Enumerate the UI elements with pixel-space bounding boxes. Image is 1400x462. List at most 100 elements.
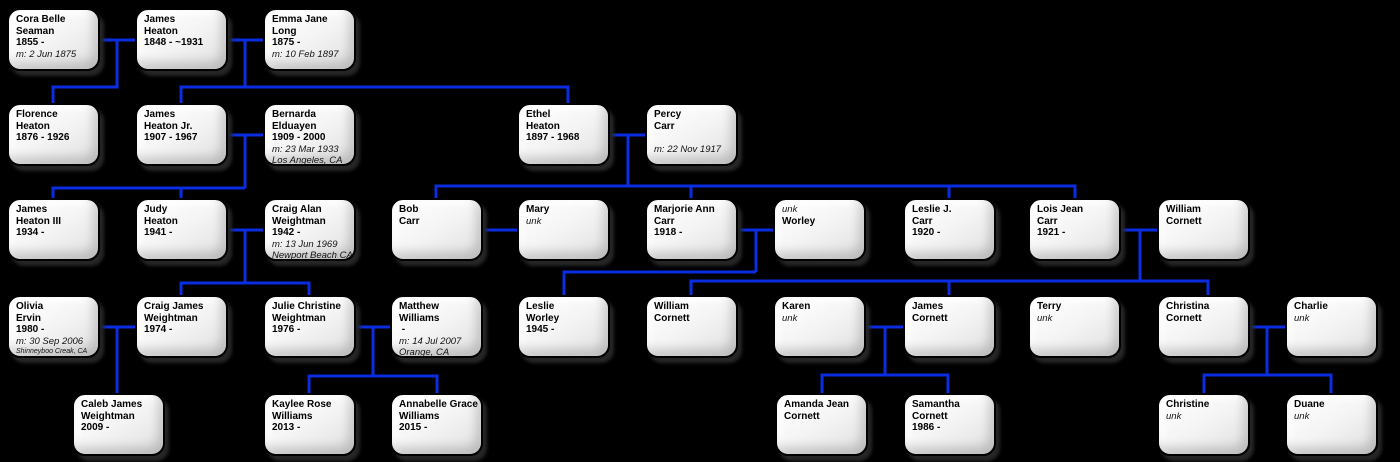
person-name: Worley — [782, 215, 816, 227]
person-name: Williams — [399, 410, 440, 422]
person-note: unk — [782, 312, 798, 324]
person-name: Weightman — [144, 312, 198, 324]
person-dates: 1848 - ~1931 — [144, 37, 204, 48]
person-note: m: 23 Mar 1933 — [272, 143, 339, 155]
person-name: Cornett — [654, 312, 690, 324]
descent-connector-line — [51, 186, 245, 198]
person-note: m: 30 Sep 2006 — [16, 335, 84, 347]
person-name: Cornett — [1166, 215, 1202, 227]
descent-connector-line — [51, 40, 119, 103]
person-name: Duane — [1294, 399, 1325, 410]
descent-connector-line — [1202, 373, 1333, 393]
person-name: Christine — [1166, 399, 1210, 410]
person-name: Williams — [272, 410, 313, 422]
person-name: Seaman — [16, 25, 55, 37]
person-note: unk — [1294, 410, 1310, 422]
person-name: Weightman — [272, 215, 326, 227]
person-name: Heaton III — [16, 215, 62, 227]
person-dates: 1980 - — [16, 324, 45, 335]
person-name: Bernarda — [272, 109, 316, 120]
person-note: unk — [782, 204, 798, 215]
person-note: unk — [1294, 312, 1310, 324]
person-note: m: 2 Jun 1875 — [16, 48, 77, 60]
person-name: Annabelle Grace — [399, 399, 478, 410]
person-name: Mary — [526, 204, 550, 215]
person-dates: 2013 - — [272, 422, 301, 433]
person-name: Ethel — [526, 109, 551, 120]
person-name: Julie Christine — [272, 301, 341, 312]
person-dates: 1918 - — [654, 227, 683, 238]
person-dates: 1876 - 1926 — [16, 132, 70, 143]
person-name: Judy — [144, 204, 168, 215]
person-name: Weightman — [272, 312, 326, 324]
person-note: Los Angeles, CA — [272, 155, 343, 166]
person-name: Kaylee Rose — [272, 399, 332, 410]
person-dates: 1986 - — [912, 422, 941, 433]
person-name: Carr — [654, 215, 675, 227]
person-name: Lois Jean — [1037, 204, 1084, 215]
person-name: James — [144, 14, 176, 25]
person-note: unk — [1166, 410, 1182, 422]
person-name: Williams — [399, 312, 440, 324]
person-name: Cora Belle — [16, 14, 66, 25]
person-name: Charlie — [1294, 301, 1328, 312]
person-name: Carr — [399, 215, 420, 227]
person-name: Cornett — [912, 410, 948, 422]
person-dates: 1921 - — [1037, 227, 1066, 238]
person-name: Cornett — [912, 312, 948, 324]
person-note: unk — [1037, 312, 1053, 324]
person-dates: 1909 - 2000 — [272, 132, 326, 143]
person-name: Carr — [1037, 215, 1058, 227]
person-name: Florence — [16, 109, 58, 120]
person-name: Christina — [1166, 301, 1210, 312]
person-name: Elduayen — [272, 120, 317, 132]
person-note: unk — [526, 215, 542, 227]
person-dates: 1897 - 1968 — [526, 132, 580, 143]
person-name: Ervin — [16, 312, 42, 324]
person-name: Carr — [912, 215, 933, 227]
descent-connector-line — [179, 281, 311, 295]
person-name: Matthew — [399, 301, 439, 312]
person-name: Marjorie Ann — [654, 204, 715, 215]
person-name: Heaton — [144, 25, 178, 37]
person-dates: 1941 - — [144, 227, 173, 238]
person-dates: 1920 - — [912, 227, 941, 238]
